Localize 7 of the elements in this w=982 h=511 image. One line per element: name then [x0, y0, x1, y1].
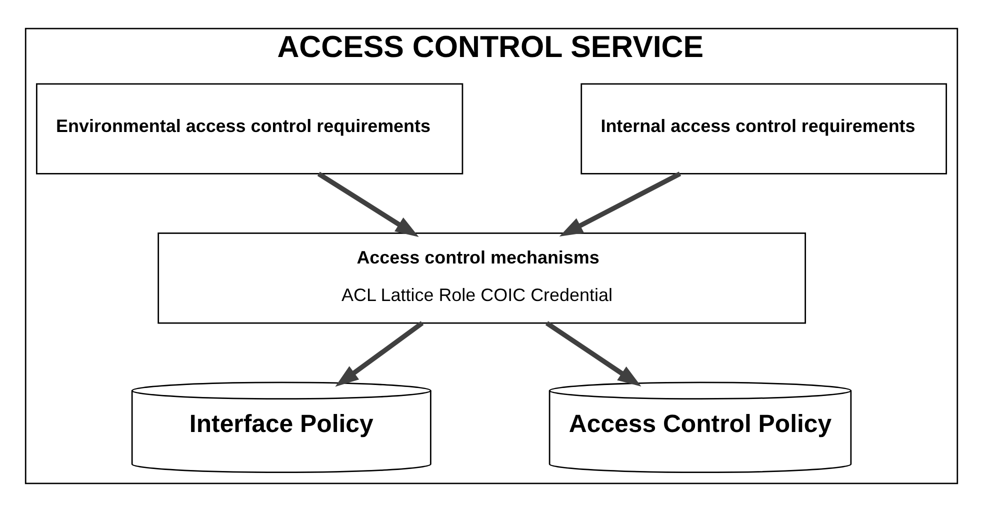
arrow [544, 320, 641, 386]
arrow [558, 171, 681, 236]
arrow [334, 320, 424, 386]
node-box: Internal access control requirements [580, 82, 947, 174]
node-box: Access control mechanisms ACL Lattice Role COIC Credential [157, 232, 806, 324]
arrow [316, 171, 418, 236]
node-box: Environmental access control requirements [36, 82, 463, 174]
